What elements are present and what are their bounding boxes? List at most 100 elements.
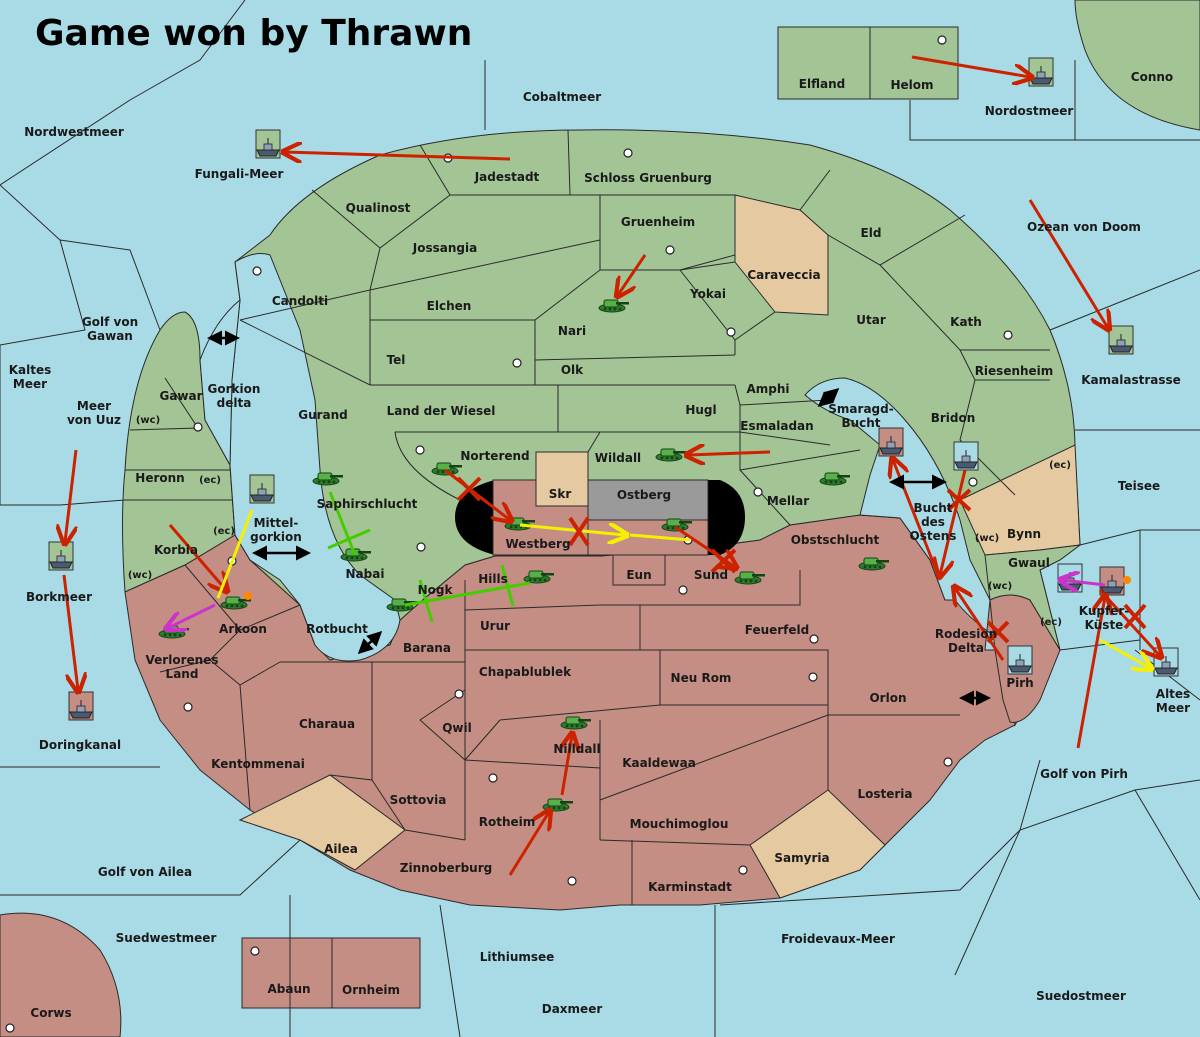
label-bucht-3: Ostens <box>910 529 957 543</box>
label-kaltes-1: Kaltes <box>9 363 52 377</box>
label-urur: Urur <box>480 619 510 633</box>
label-ostberg: Ostberg <box>617 488 671 502</box>
label-kaltes-2: Meer <box>13 377 47 391</box>
label-teisee: Teisee <box>1118 479 1160 493</box>
label-ec-korbia: (ec) <box>213 526 235 537</box>
supply-centres <box>5 35 1013 1033</box>
label-verlorenes-1: Verlorenes <box>146 653 219 667</box>
label-mittel-2: gorkion <box>250 530 302 544</box>
region-ostberg[interactable] <box>587 479 709 521</box>
label-bucht-2: des <box>921 515 945 529</box>
label-land-wiesel: Land der Wiesel <box>387 404 496 418</box>
label-eun: Eun <box>626 568 651 582</box>
label-suedwestmeer: Suedwestmeer <box>116 931 217 945</box>
label-westberg: Westberg <box>505 537 570 551</box>
label-bridon: Bridon <box>931 411 976 425</box>
label-chapablublek: Chapablublek <box>479 665 572 679</box>
label-mittel-1: Mittel- <box>254 516 299 530</box>
label-rotbucht: Rotbucht <box>306 622 368 636</box>
failed-orders <box>456 476 1147 644</box>
label-altes-2: Meer <box>1156 701 1190 715</box>
label-meer-uuz-2: von Uuz <box>67 413 121 427</box>
label-wc-korbia: (wc) <box>128 570 152 581</box>
label-kaaldewaa: Kaaldewaa <box>622 756 696 770</box>
label-gurand: Gurand <box>298 408 348 422</box>
label-wc-gawar: (wc) <box>136 415 160 426</box>
label-fungali: Fungali-Meer <box>195 167 284 181</box>
label-golf-pirh: Golf von Pirh <box>1040 767 1128 781</box>
label-rotheim: Rotheim <box>479 815 536 829</box>
label-sottovia: Sottovia <box>390 793 447 807</box>
label-samyria: Samyria <box>774 851 829 865</box>
label-nordostmeer: Nordostmeer <box>985 104 1074 118</box>
label-norterend: Norterend <box>460 449 529 463</box>
label-heronn: Heronn <box>135 471 184 485</box>
label-esmaladan: Esmaladan <box>740 419 813 433</box>
label-kupfer-1: Kupfer- <box>1079 604 1129 618</box>
label-arkoon: Arkoon <box>219 622 267 636</box>
label-daxmeer: Daxmeer <box>542 1002 603 1016</box>
label-bynn: Bynn <box>1007 527 1041 541</box>
label-altes-1: Altes <box>1156 687 1190 701</box>
label-mouchimoglou: Mouchimoglou <box>630 817 729 831</box>
label-conno: Conno <box>1131 70 1173 84</box>
label-smaragd-1: Smaragd- <box>828 402 893 416</box>
label-saphirschlucht: Saphirschlucht <box>317 497 418 511</box>
label-ec-bynn: (ec) <box>1049 460 1071 471</box>
label-nogk: Nogk <box>418 583 454 597</box>
label-kupfer-2: Küste <box>1085 618 1124 632</box>
label-rodesion-1: Rodesion <box>935 627 997 641</box>
label-ec-heronn: (ec) <box>199 475 221 486</box>
label-eld: Eld <box>861 226 882 240</box>
region-samyria[interactable] <box>749 789 886 899</box>
label-verlorenes-2: Land <box>166 667 199 681</box>
label-caraveccia: Caraveccia <box>747 268 820 282</box>
label-korbia: Korbia <box>154 543 198 557</box>
label-rodesion-2: Delta <box>948 641 984 655</box>
label-riesenheim: Riesenheim <box>975 364 1054 378</box>
label-qualinost: Qualinost <box>346 201 411 215</box>
label-lithiumsee: Lithiumsee <box>480 950 555 964</box>
label-neurom: Neu Rom <box>671 671 732 685</box>
label-nari: Nari <box>558 324 586 338</box>
label-ozean: Ozean von Doom <box>1027 220 1141 234</box>
label-skr: Skr <box>549 487 572 501</box>
label-barana: Barana <box>403 641 451 655</box>
label-gorkion-delta-1: Gorkion <box>208 382 261 396</box>
label-charaua: Charaua <box>299 717 355 731</box>
label-wildall: Wildall <box>595 451 641 465</box>
label-candolti: Candolti <box>272 294 328 308</box>
region-ailea[interactable] <box>238 774 406 871</box>
label-smaragd-2: Bucht <box>841 416 880 430</box>
label-corws: Corws <box>30 1006 71 1020</box>
label-bucht-1: Bucht <box>913 501 952 515</box>
label-golf-ailea: Golf von Ailea <box>98 865 192 879</box>
label-nordwestmeer: Nordwestmeer <box>24 125 124 139</box>
label-karminstadt: Karminstadt <box>648 880 732 894</box>
label-yokai: Yokai <box>689 287 726 301</box>
region-ornheim[interactable] <box>331 937 421 1009</box>
region-eun[interactable] <box>612 554 666 586</box>
label-jadestadt: Jadestadt <box>474 170 540 184</box>
label-doringkanal: Doringkanal <box>39 738 121 752</box>
region-elfland[interactable] <box>777 26 871 100</box>
region-corws[interactable] <box>0 912 122 1037</box>
connection-arrows <box>207 330 991 706</box>
region-conno[interactable] <box>1074 0 1200 131</box>
label-sund: Sund <box>694 568 728 582</box>
label-feuerfeld: Feuerfeld <box>745 623 810 637</box>
label-kentommenai: Kentommenai <box>211 757 305 771</box>
label-kath: Kath <box>950 315 982 329</box>
label-utar: Utar <box>856 313 886 327</box>
label-elchen: Elchen <box>427 299 472 313</box>
label-kamalastrasse: Kamalastrasse <box>1081 373 1181 387</box>
label-helom: Helom <box>890 78 933 92</box>
region-gwaul[interactable] <box>984 544 1082 651</box>
label-wc-bynn: (wc) <box>975 533 999 544</box>
region-skr[interactable] <box>535 451 589 507</box>
map-title: Game won by Thrawn <box>35 13 472 54</box>
label-hills: Hills <box>478 572 508 586</box>
